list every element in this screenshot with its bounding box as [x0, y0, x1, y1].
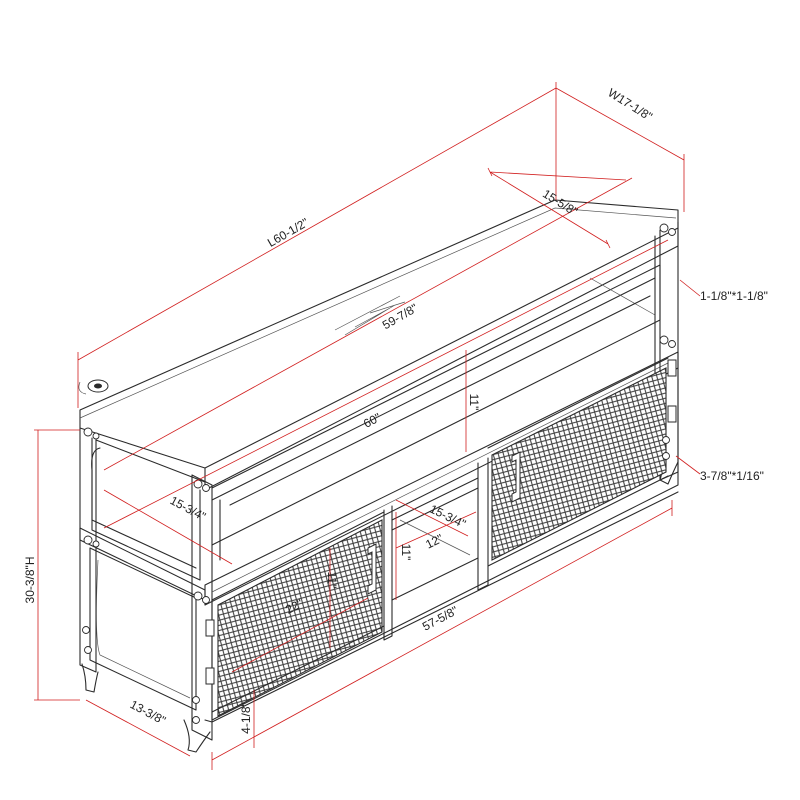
label-inner-opening-width: 12"	[423, 531, 445, 551]
central-divider	[383, 457, 489, 641]
label-inner-opening-height: 11"	[399, 544, 413, 561]
left-front-post	[79, 427, 206, 673]
left-front-leg	[183, 719, 211, 753]
lower-cabinet-body	[211, 367, 679, 721]
label-post-size: 1-1/8"*1-1/8"	[700, 289, 768, 303]
label-leg-depth: 13-3/8"	[128, 697, 168, 727]
label-top-shelf-length: 59-7/8"	[380, 301, 420, 332]
front-corner-post	[191, 474, 213, 741]
label-cabinet-height: 11"	[325, 572, 339, 589]
label-height: 30-3/8"H	[23, 557, 37, 604]
rivets	[82, 223, 676, 724]
right-mesh-door	[491, 367, 667, 561]
cabinet-doors	[205, 357, 677, 717]
woodgrain	[334, 295, 406, 336]
label-inner-shelf-depth: 15-3/4"	[427, 502, 468, 531]
label-leg-height: 4-1/8"	[239, 702, 253, 734]
label-foot-size: 3-7/8"*1/16"	[700, 469, 764, 483]
label-top-shelf-depth: 15-5/8"	[540, 187, 580, 219]
left-back-leg	[81, 663, 99, 693]
label-bottom-length: 57-5/8"	[420, 603, 460, 633]
furniture-outline	[79, 199, 679, 753]
left-door-handle	[367, 543, 377, 595]
dimension-lines	[34, 82, 701, 770]
door-hinges	[205, 359, 677, 685]
right-front-post	[659, 221, 679, 481]
right-door-handle	[511, 451, 521, 503]
label-left-shelf-depth: 15-3/4"	[168, 493, 208, 523]
left-mesh-door	[217, 519, 383, 717]
label-length: L60-1/2"	[265, 215, 311, 250]
left-lower-panel	[89, 547, 197, 711]
label-width: W17-1/8"	[605, 86, 655, 124]
cable-hole-icon	[78, 379, 109, 395]
label-mid-length: 60"	[361, 410, 383, 431]
label-upper-opening-height: 11"	[467, 394, 481, 411]
